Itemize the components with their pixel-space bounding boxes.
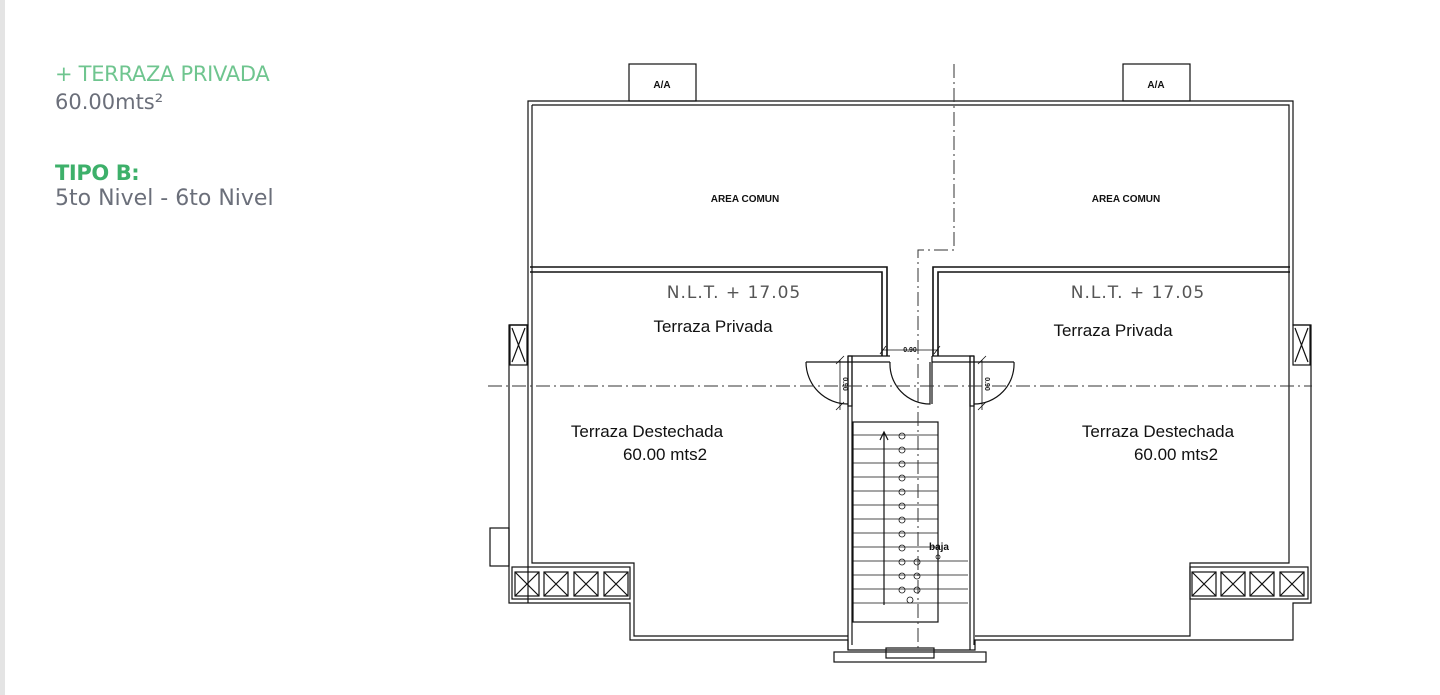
open-terrace-area-right: 60.00 mts2: [1134, 445, 1218, 464]
outer-wall: [508, 100, 1312, 651]
ac-label-left: A/A: [653, 80, 670, 91]
door-right: [973, 361, 1015, 405]
open-terrace-left: Terraza Destechada: [571, 422, 724, 441]
door-dimension-right: 0.90: [983, 377, 990, 391]
ac-label-right: A/A: [1147, 80, 1164, 91]
wall-left-private: [530, 266, 888, 356]
private-terrace-right: Terraza Privada: [1053, 321, 1173, 340]
door-center: [889, 361, 931, 405]
common-area-left: AREA COMUN: [711, 194, 780, 205]
unit-info: + TERRAZA PRIVADA 60.00mts² TIPO B: 5to …: [55, 60, 274, 211]
stair-note: baja: [929, 542, 949, 553]
level-left: N.L.T. + 17.05: [667, 283, 802, 303]
common-area-right: AREA COMUN: [1092, 194, 1161, 205]
open-terrace-right: Terraza Destechada: [1082, 422, 1235, 441]
vent-grid-right: [1191, 571, 1305, 597]
door-left: [805, 361, 849, 405]
door-dimension-center: 0.90: [903, 347, 917, 354]
tipo-levels: 5to Nivel - 6to Nivel: [55, 186, 274, 211]
terraza-privada-label: + TERRAZA PRIVADA: [55, 62, 270, 86]
stair: [852, 421, 939, 623]
left-edge-bar: [0, 0, 5, 695]
door-dimension-left: 0.90: [841, 377, 848, 391]
center-line-vertical: [917, 64, 955, 650]
tipo-title: TIPO B:: [55, 161, 140, 185]
vent-grid-left: [514, 571, 629, 597]
open-terrace-area-left: 60.00 mts2: [623, 445, 707, 464]
wall-right-private: [932, 266, 1290, 356]
level-right: N.L.T. + 17.05: [1071, 283, 1206, 303]
outer-wall-inner: [531, 104, 1290, 637]
private-terrace-left: Terraza Privada: [653, 317, 773, 336]
terraza-area-value: 60.00mts²: [55, 90, 164, 114]
